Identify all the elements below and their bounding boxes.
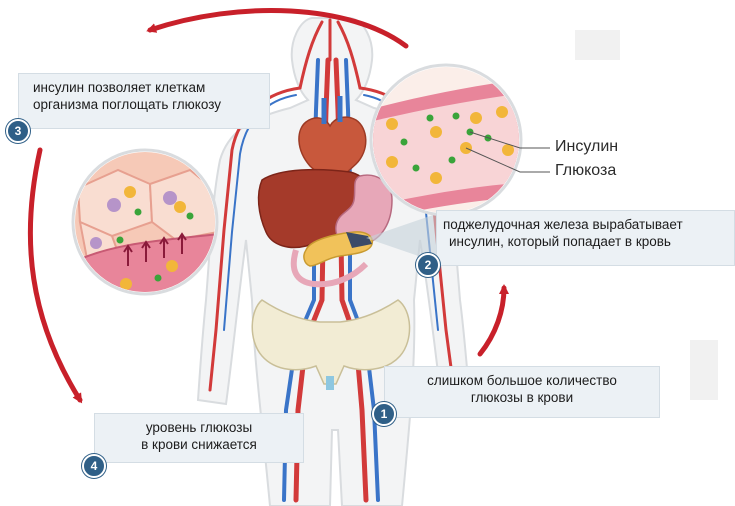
pancreas xyxy=(303,231,374,267)
step-3-line-1: инсулин позволяет клеткам xyxy=(33,80,206,95)
legend-insulin-label: Инсулин xyxy=(555,138,619,155)
step-3-box: инсулин позволяет клеткам организма погл… xyxy=(18,73,270,129)
step-2-line-2: инсулин, который попадает в кровь xyxy=(449,234,671,249)
step-1-box: слишком большое количество глюкозы в кро… xyxy=(384,366,660,418)
step-4-line-2: в крови снижается xyxy=(141,437,257,452)
pelvis xyxy=(251,299,411,390)
step-4-line-1: уровень глюкозы xyxy=(145,420,253,435)
step-4-badge: 4 xyxy=(82,454,106,478)
legend-glucose-label: Глюкоза xyxy=(555,162,617,179)
heart xyxy=(298,96,367,188)
intestine xyxy=(290,249,369,288)
pancreas-callout xyxy=(366,214,436,262)
step-1-badge: 1 xyxy=(372,402,396,426)
step-1-line-2: глюкозы в крови xyxy=(470,390,574,405)
legend-leaders xyxy=(465,131,550,173)
vessel-magnifier xyxy=(369,63,523,217)
step-3-badge: 3 xyxy=(6,119,30,143)
step-3-line-2: организма поглощать глюкозу xyxy=(33,97,221,112)
step-2-line-1: поджелудочная железа вырабатывает xyxy=(443,217,683,232)
step-2-box: поджелудочная железа вырабатывает инсули… xyxy=(436,210,735,266)
cycle-arrows xyxy=(27,8,509,404)
arrow-1-to-2 xyxy=(477,284,509,357)
background-marks xyxy=(575,30,718,400)
arrow-3-to-4 xyxy=(27,147,83,404)
cell-magnifier xyxy=(71,148,219,296)
arrow-2-to-3 xyxy=(146,8,409,49)
step-2-badge: 2 xyxy=(416,253,440,277)
step-4-box: уровень глюкозы в крови снижается xyxy=(94,413,304,463)
step-1-line-1: слишком большое количество xyxy=(427,373,617,388)
